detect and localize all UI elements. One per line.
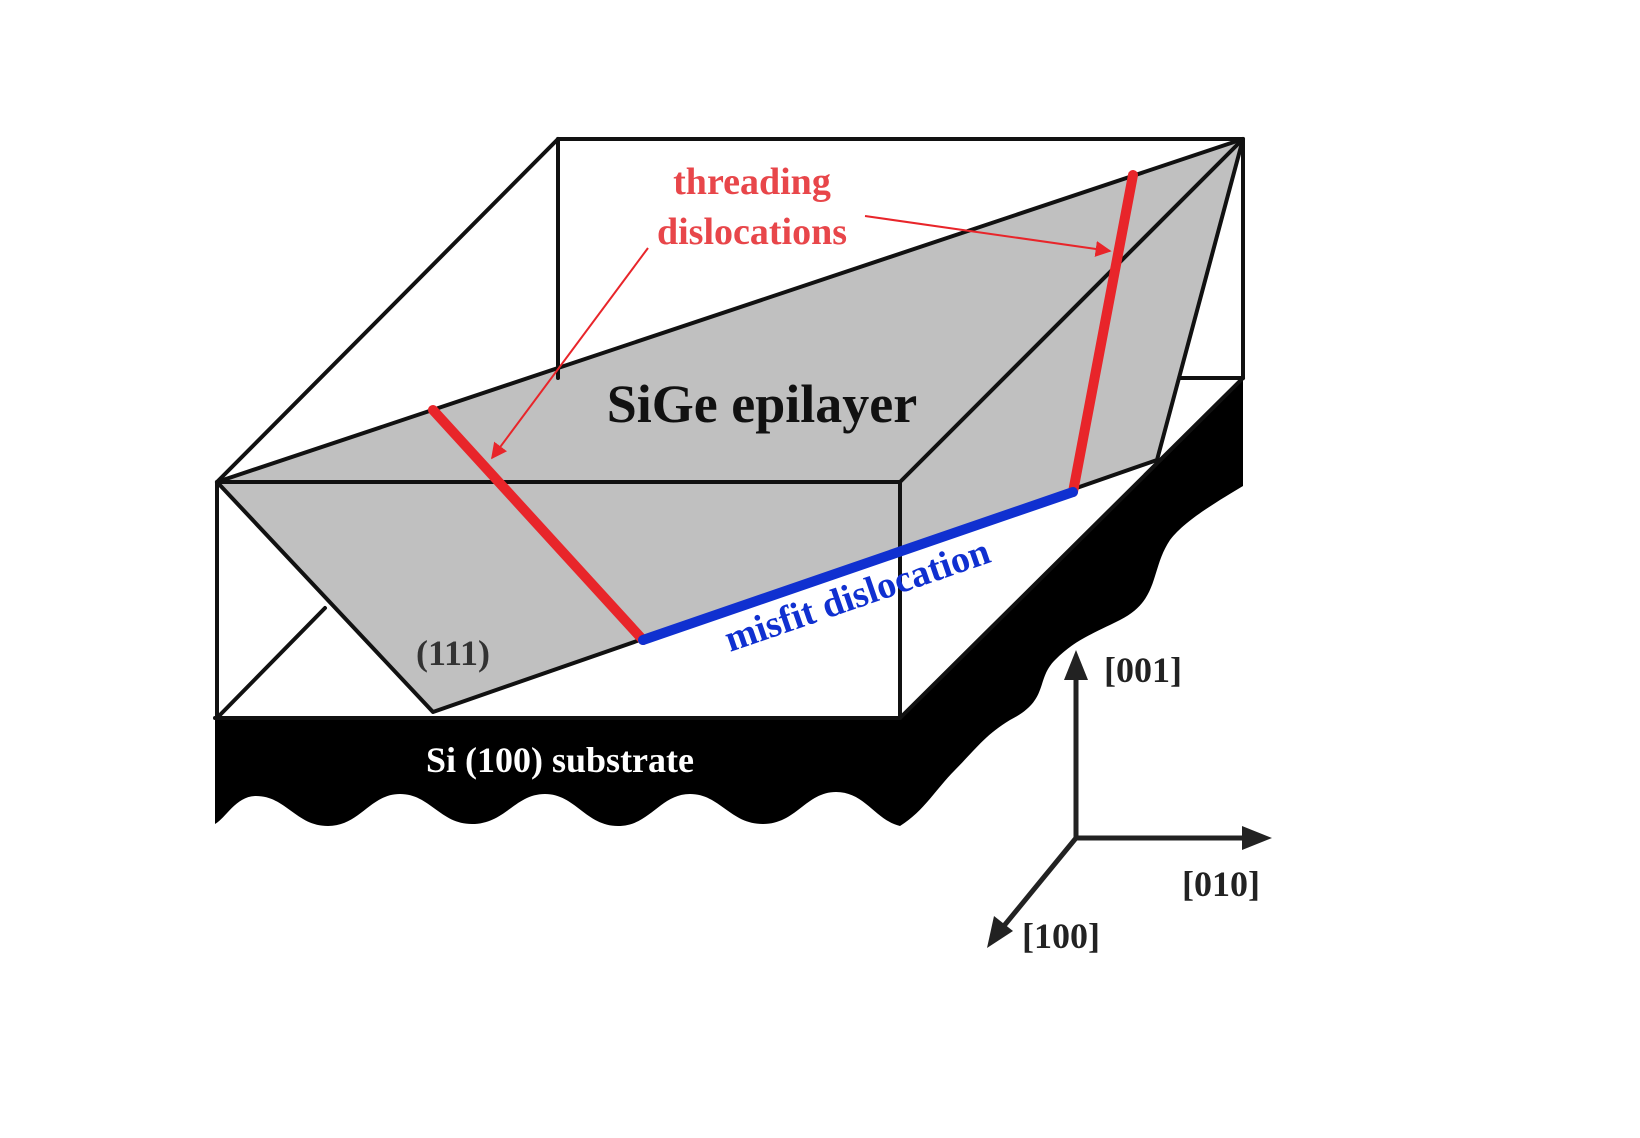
epilayer-title: SiGe epilayer [607,374,917,434]
substrate-label: Si (100) substrate [426,740,694,780]
substrate-side-face [900,378,1243,826]
axis-label-001: [001] [1104,650,1182,690]
substrate-front-face [215,718,900,826]
threading-dislocation-right [1068,170,1138,497]
threading-pointer-left [491,247,649,460]
threading-pointer-right [864,215,1112,257]
threading-dislocation-left [428,405,648,645]
threading-label-line1: threading [673,161,831,203]
epilayer-box-outline [213,137,1245,720]
threading-label-line2: dislocations [657,211,847,253]
axis-arrowhead-010 [1242,826,1272,850]
axis-label-010: [010] [1182,864,1260,904]
misfit-dislocation [638,487,1078,645]
plane-label: (111) [416,633,490,673]
axis-arrowhead-100 [987,916,1013,948]
crystal-axes [991,669,1255,941]
axis-label-100: [100] [1022,916,1100,956]
axis-arrowhead-001 [1064,650,1088,680]
glide-plane-111 [215,137,1245,714]
